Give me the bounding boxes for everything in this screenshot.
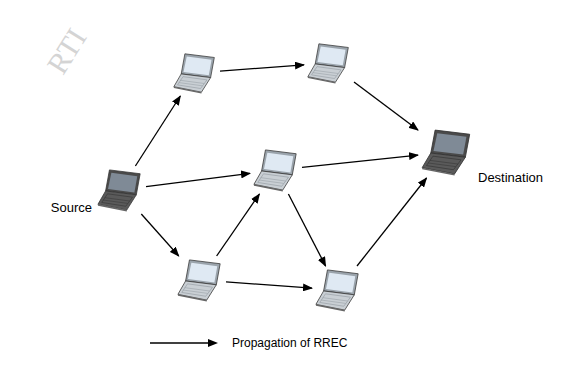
node-label: Source — [51, 200, 92, 215]
laptop-icon — [176, 258, 224, 302]
rrec-arrow — [288, 194, 325, 266]
laptop-icon — [420, 128, 474, 176]
laptop-icon — [252, 148, 300, 192]
laptop-icon — [314, 268, 362, 312]
computer-node — [176, 258, 224, 302]
rrec-arrow — [141, 214, 178, 256]
legend-text: Propagation of RREC — [232, 336, 347, 350]
rrec-arrow — [226, 282, 312, 288]
computer-node: Destination — [420, 128, 474, 176]
rrec-arrow — [217, 194, 260, 256]
rrec-arrow — [354, 82, 418, 130]
legend: Propagation of RREC — [150, 336, 347, 350]
watermark: RTI — [40, 23, 93, 80]
laptop-icon — [172, 52, 218, 94]
computer-node — [172, 52, 218, 94]
computer-node — [314, 268, 362, 312]
rrec-arrow — [146, 173, 250, 186]
node-label: Destination — [478, 170, 543, 185]
computer-node — [306, 42, 352, 84]
rrec-arrow — [357, 178, 427, 266]
rrec-arrow — [220, 65, 304, 71]
laptop-icon — [306, 42, 352, 84]
computer-node: Source — [96, 168, 144, 212]
legend-arrow-sample — [150, 338, 218, 348]
computer-node — [252, 148, 300, 192]
rrec-arrow — [135, 96, 180, 166]
rrec-arrow — [302, 155, 418, 167]
laptop-icon — [96, 168, 144, 212]
